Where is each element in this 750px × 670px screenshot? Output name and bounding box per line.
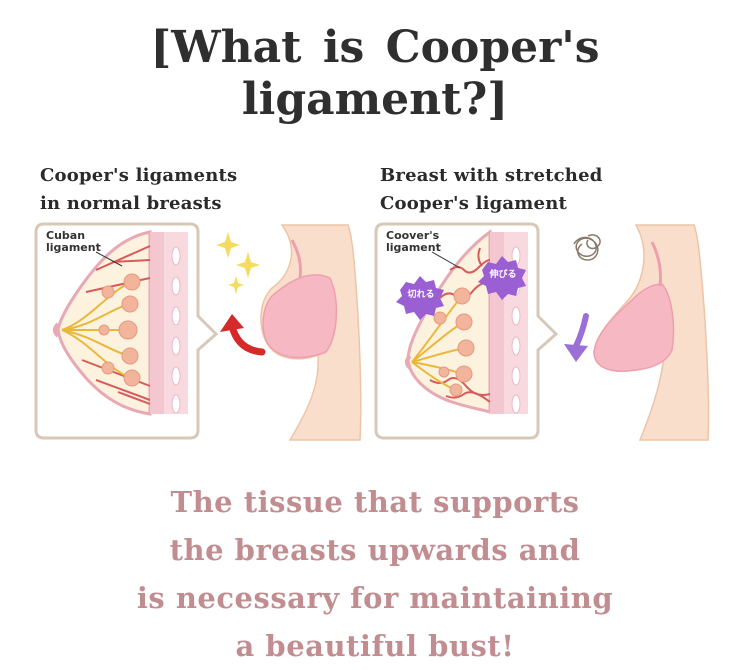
left-caption: Cooper's ligaments in normal breasts [40,162,310,218]
arrow-up-icon [220,314,266,356]
stretch-badge: 伸びる [478,256,526,300]
footer-line-2: the breasts upwards and [169,533,581,567]
left-inset-label: Cuban ligament [46,230,126,254]
stretch-badge-label: 伸びる [488,268,516,280]
left-caption-line-1: Cooper's ligaments [40,165,238,186]
right-caption-line-2: Cooper's ligament [380,193,567,214]
right-inset-label-line-1: Coover's [386,229,440,242]
cut-badge-label: 切れる [407,289,434,300]
footer-line-1: The tissue that supports [170,485,580,519]
arrow-down-icon [564,313,589,362]
title-line-1: [What is Cooper's [150,22,600,73]
right-caption: Breast with stretched Cooper's ligament [380,162,680,218]
left-inset-label-line-1: Cuban [46,229,86,242]
left-caption-line-2: in normal breasts [40,193,222,214]
footer-line-3: is necessary for maintaining [136,581,614,615]
right-inset-panel: 切れる 伸びる [374,222,559,440]
scribble-icon [573,234,601,261]
cut-badge: 切れる [396,276,444,320]
footer-message: The tissue that supports the breasts upw… [0,478,750,670]
left-inset-label-line-2: ligament [46,241,101,254]
page-title: [What is Cooper's ligament?] [0,22,750,126]
title-line-2: ligament?] [241,74,509,125]
sparkle-icon [216,232,260,294]
left-inset-panel [34,222,219,440]
right-caption-line-1: Breast with stretched [380,165,603,186]
left-torso-figure [260,224,362,441]
right-inset-label-line-2: ligament [386,241,441,254]
right-torso-figure [593,224,710,441]
footer-line-4: a beautiful bust! [235,629,515,663]
right-inset-label: Coover's ligament [386,230,466,254]
